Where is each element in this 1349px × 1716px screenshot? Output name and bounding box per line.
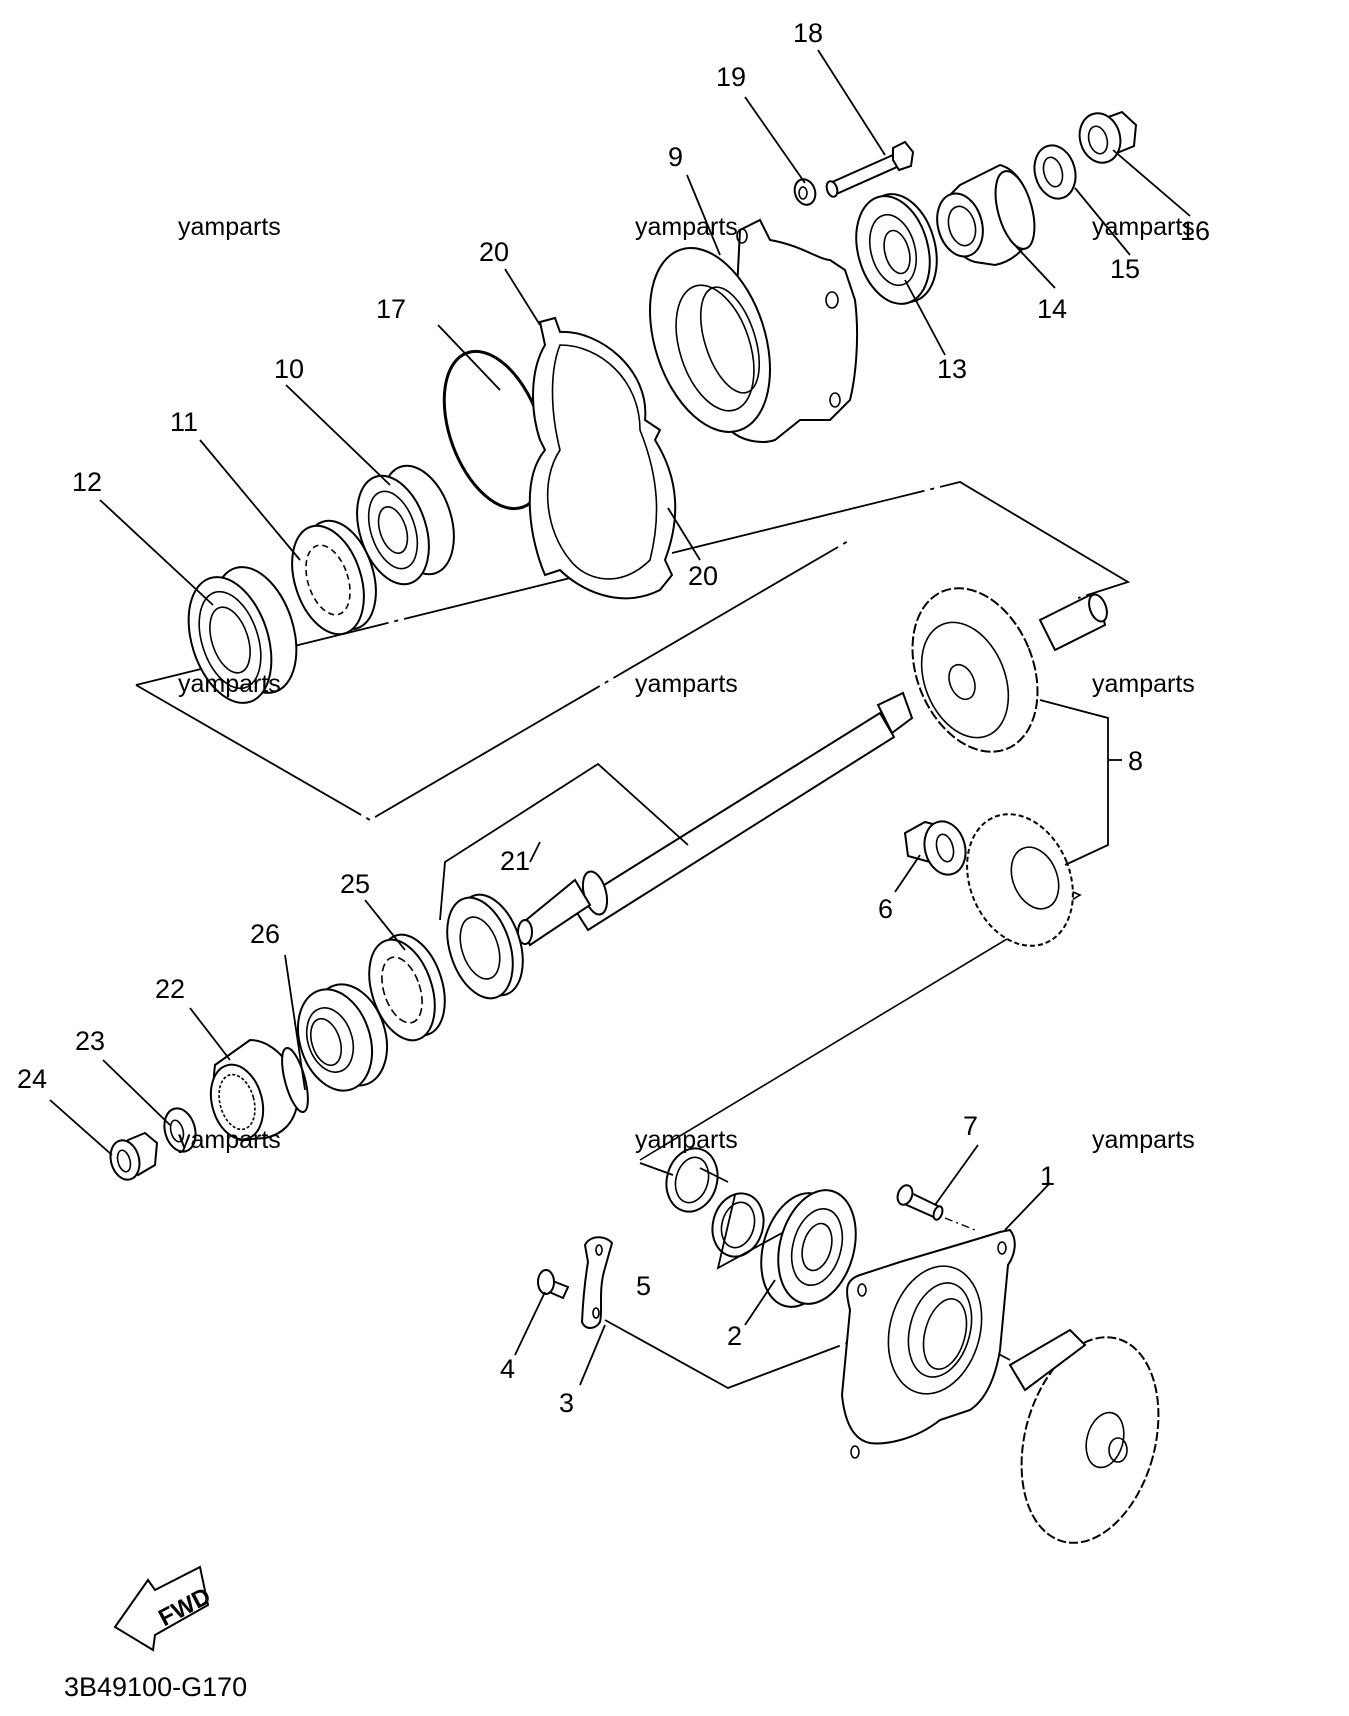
part-21-drive-shaft[interactable] (517, 691, 914, 947)
watermarks: yamparts yamparts yamparts yamparts yamp… (178, 213, 1195, 1154)
part-20-gasket[interactable] (528, 316, 677, 600)
watermark: yamparts (178, 1126, 281, 1154)
callout-19[interactable]: 19 (716, 62, 746, 92)
part-13-bearing[interactable] (845, 186, 948, 312)
callout-13[interactable]: 13 (937, 354, 967, 384)
callout-23[interactable]: 23 (75, 1026, 105, 1056)
callout-1[interactable]: 1 (1040, 1161, 1055, 1191)
part-8-ring-gear[interactable] (948, 798, 1092, 962)
callout-6[interactable]: 6 (878, 894, 893, 924)
callout-11[interactable]: 11 (170, 407, 198, 437)
callout-17[interactable]: 17 (376, 294, 406, 324)
part-21-bearing[interactable] (435, 886, 534, 1006)
callout-3[interactable]: 3 (559, 1388, 574, 1418)
callout-16[interactable]: 16 (1180, 216, 1210, 246)
part-14-coupling-gear[interactable] (930, 163, 1041, 267)
part-26-oil-seal[interactable] (286, 975, 400, 1101)
watermark: yamparts (178, 670, 281, 698)
assembly-line-upper (135, 481, 1131, 686)
part-18-bolt[interactable] (825, 140, 915, 198)
leader-lines (49, 49, 1191, 1386)
callouts: 1 2 3 4 5 6 7 8 9 10 11 12 13 14 15 16 1… (17, 18, 1210, 1418)
part-10-bearing[interactable] (344, 457, 466, 594)
part-1-bearing-housing[interactable] (840, 1228, 1016, 1459)
part-4-screw[interactable] (537, 1269, 570, 1300)
watermark: yamparts (635, 1126, 738, 1154)
part-12-oil-seal[interactable] (174, 556, 311, 713)
callout-4[interactable]: 4 (500, 1354, 515, 1384)
part-8-pinion-gear[interactable] (889, 569, 1110, 770)
part-11-ring-nut[interactable] (279, 512, 388, 644)
bracket-8 (1039, 699, 1109, 866)
bracket-21 (439, 762, 689, 921)
callout-10[interactable]: 10 (274, 354, 304, 384)
part-22-coupling[interactable] (203, 1038, 313, 1145)
callout-9[interactable]: 9 (668, 142, 683, 172)
watermark: yamparts (178, 213, 281, 241)
diagram-code: 3B49100-G170 (64, 1672, 247, 1702)
part-3-lock-plate[interactable] (580, 1236, 614, 1329)
callout-12[interactable]: 12 (72, 467, 102, 497)
part-15-washer[interactable] (1029, 141, 1082, 204)
callout-7[interactable]: 7 (963, 1111, 978, 1141)
part-7-bolt[interactable] (895, 1183, 944, 1221)
part-19-washer[interactable] (791, 177, 818, 208)
watermark: yamparts (635, 213, 738, 241)
watermark: yamparts (1092, 213, 1195, 241)
callout-22[interactable]: 22 (155, 974, 185, 1004)
callout-24[interactable]: 24 (17, 1064, 47, 1094)
part-25-ring-nut[interactable] (357, 926, 456, 1048)
callout-20-upper[interactable]: 20 (479, 237, 509, 267)
assembly-line-upper-return (135, 539, 851, 822)
assembly-line-lower (604, 1319, 856, 1389)
callout-15[interactable]: 15 (1110, 254, 1140, 284)
callout-8[interactable]: 8 (1128, 746, 1143, 776)
part-24-nut[interactable] (106, 1131, 159, 1183)
watermark: yamparts (1092, 1126, 1195, 1154)
callout-2[interactable]: 2 (727, 1321, 742, 1351)
part-1-assembly-ring-gear[interactable] (1000, 1322, 1180, 1558)
part-16-nut[interactable] (1074, 109, 1138, 168)
watermark: yamparts (1092, 670, 1195, 698)
callout-14[interactable]: 14 (1037, 294, 1067, 324)
forward-direction-icon: FWD (113, 1565, 215, 1652)
callout-21[interactable]: 21 (500, 846, 530, 876)
callout-25[interactable]: 25 (340, 869, 370, 899)
callout-18[interactable]: 18 (793, 18, 823, 48)
part-2-bearing[interactable] (749, 1181, 868, 1315)
watermark: yamparts (635, 670, 738, 698)
callout-20-lower[interactable]: 20 (688, 561, 718, 591)
part-9-bearing-housing[interactable] (628, 218, 859, 447)
part-23-washer[interactable] (160, 1105, 200, 1155)
part-6-nut[interactable] (903, 817, 971, 880)
callout-26[interactable]: 26 (250, 919, 280, 949)
callout-5[interactable]: 5 (636, 1271, 651, 1301)
part-5-shim[interactable] (660, 1143, 771, 1263)
